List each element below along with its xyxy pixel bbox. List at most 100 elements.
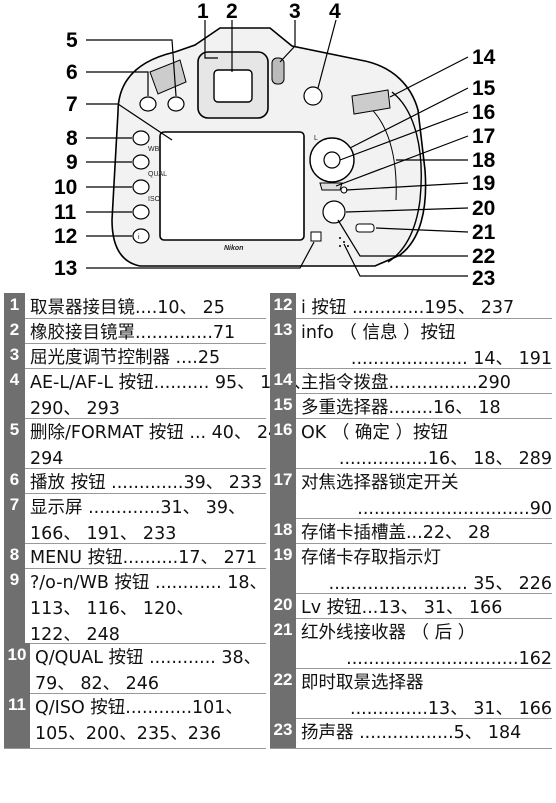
callout-9: 9	[66, 151, 78, 174]
ok-button	[323, 151, 341, 169]
legend-line: OK （ 确定 ）按钮	[301, 423, 448, 443]
speaker-holes	[339, 237, 349, 247]
legend-text: 播放 按钮 .............39、 233	[30, 470, 266, 496]
legend-line: 122、 248	[30, 625, 120, 645]
legend-entry: 9?/o-n/WB 按钮 ............ 18、113、 116、 1…	[4, 568, 268, 645]
camera-grip	[387, 91, 422, 263]
legend-text: 扬声器 .................5、 184	[301, 720, 552, 746]
legend-text: 对焦选择器锁定开关...............................…	[301, 470, 552, 522]
callout-17: 17	[472, 125, 495, 148]
legend-line: 多重选择器........16、 18	[301, 398, 501, 418]
legend-line: 主指令拨盘................290	[301, 373, 511, 393]
svg-text:L: L	[314, 135, 318, 142]
callout-14: 14	[472, 46, 496, 69]
legend-text: MENU 按钮..........17、 271	[30, 545, 266, 571]
eyepiece-window	[213, 69, 253, 103]
ael-button	[303, 86, 323, 106]
legend-line: 显示屏 .............31、 39、	[30, 498, 246, 518]
legend-number: 1	[4, 293, 25, 318]
legend-line: 红外线接收器 （ 后 ）	[301, 623, 476, 643]
legend-text: 存储卡插槽盖...22、 28	[301, 520, 552, 546]
callout-5: 5	[66, 29, 78, 52]
callout-23: 23	[472, 267, 495, 290]
legend-line: 扬声器 .................5、 184	[301, 723, 522, 743]
callout-2: 2	[226, 0, 238, 23]
legend-text: 红外线接收器 （ 后 ）............................…	[301, 620, 552, 672]
legend-number: 23	[270, 718, 296, 748]
legend-text: 即时取景选择器..............13、 31、 166	[301, 670, 552, 722]
legend-number: 4	[4, 368, 25, 418]
release-mode-dial	[149, 59, 187, 95]
legend-line: ?/o-n/WB 按钮 ............ 18、	[30, 573, 268, 593]
lv-selector	[322, 200, 346, 224]
callout-6: 6	[66, 61, 78, 84]
legend-line: ...............................90	[357, 499, 552, 519]
legend-text: 显示屏 .............31、 39、166、 191、 233	[30, 495, 266, 547]
legend-line: 删除/FORMAT 按钮 ... 40、 249、	[30, 423, 308, 443]
legend-number: 3	[4, 343, 25, 368]
legend-number: 15	[270, 393, 296, 418]
legend-text: AE-L/AF-L 按钮.......... 95、 108、 290、 293	[30, 370, 312, 422]
legend-number: 14	[270, 368, 296, 393]
legend-text: 存储卡存取指示灯......................... 35、 22…	[301, 545, 552, 597]
callout-13: 13	[54, 257, 77, 280]
legend-number: 22	[270, 668, 296, 718]
info-button	[310, 231, 322, 242]
legend-line: Q/QUAL 按钮 ............ 38、	[35, 648, 262, 668]
legend-text: 屈光度调节控制器 ....25	[30, 345, 266, 371]
legend-line: 存储卡插槽盖...22、 28	[301, 523, 491, 543]
legend-number: 11	[4, 693, 30, 748]
legend-text: 主指令拨盘................290	[301, 370, 552, 396]
callout-18: 18	[472, 149, 496, 172]
legend-text: Q/ISO 按钮............101、105、200、235、236	[35, 695, 266, 747]
callout-12: 12	[54, 225, 77, 248]
legend-line: 294	[30, 449, 64, 469]
legend-number: 6	[4, 468, 25, 493]
legend-number: 18	[270, 518, 296, 543]
legend-line: AE-L/AF-L 按钮.......... 95、 108、	[30, 373, 312, 393]
leader-lines	[86, 19, 469, 277]
legend-number: 20	[270, 593, 296, 618]
legend-line: 105、200、235、236	[35, 724, 222, 744]
legend-number: 13	[270, 318, 296, 368]
callout-21: 21	[472, 221, 496, 244]
legend-line: 113、 116、 120、	[30, 599, 194, 619]
svg-text:WB: WB	[148, 146, 160, 153]
callout-3: 3	[289, 0, 301, 23]
legend-line: 橡胶接目镜罩..............71	[30, 323, 236, 343]
legend-number: 10	[4, 643, 30, 693]
legend-text: 取景器接目镜....10、 25	[30, 295, 266, 321]
left-buttons	[132, 96, 185, 244]
legend-line: i 按钮 .............195、 237	[301, 298, 515, 318]
legend-line: 对焦选择器锁定开关	[301, 473, 459, 493]
legend-line: 290、 293	[30, 399, 120, 419]
diopter-dial	[271, 57, 285, 85]
legend-text: OK （ 确定 ）按钮 ................16、 18、 289	[301, 420, 552, 472]
legend-number: 7	[4, 493, 25, 543]
svg-text:i: i	[138, 234, 140, 241]
legend-number: 2	[4, 318, 25, 343]
svg-text:QUAL: QUAL	[148, 171, 167, 178]
main-command-dial	[351, 89, 391, 115]
brand-logo: Nikon	[224, 245, 243, 252]
legend-number: 12	[270, 293, 296, 318]
legend-line: ................16、 18、 289	[338, 449, 552, 469]
legend-line: 屈光度调节控制器 ....25	[30, 348, 221, 368]
